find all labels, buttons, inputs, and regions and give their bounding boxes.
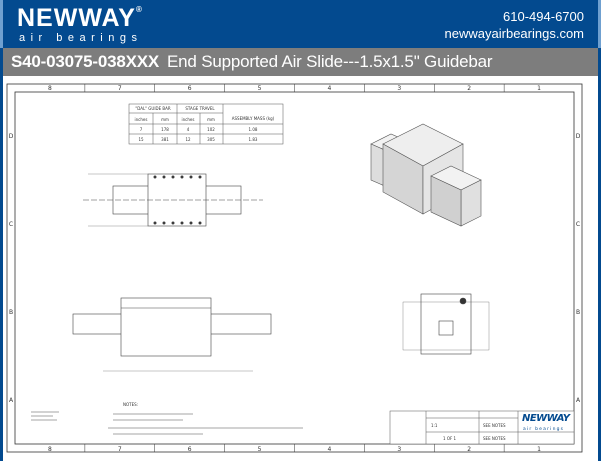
mounting-hole <box>180 221 184 225</box>
mounting-hole <box>153 221 157 225</box>
zone-row-label: A <box>576 397 581 404</box>
stage-table <box>128 103 284 145</box>
zone-column-label: 7 <box>118 446 122 453</box>
zone-column-label: 7 <box>118 85 122 92</box>
zone-column-label: 1 <box>537 446 541 453</box>
table-subheader: mm <box>207 117 215 122</box>
zone-row-label: B <box>9 309 13 316</box>
table-cell: 178 <box>161 127 169 132</box>
phone-number: 610-494-6700 <box>503 9 584 24</box>
newway-logo[interactable]: NEWWAY® <box>17 4 143 32</box>
product-title-bar: S40-03075-038XXX End Supported Air Slide-… <box>0 48 601 76</box>
title-block-logo-sub: air bearings <box>523 426 564 432</box>
contact-info: 610-494-6700 newwayairbearings.com <box>445 8 584 42</box>
outer-frame <box>6 83 583 453</box>
zone-row-label: C <box>9 221 13 228</box>
zone-column-label: 5 <box>258 446 262 453</box>
zone-column-label: 2 <box>467 85 471 92</box>
mounting-hole <box>180 175 184 179</box>
top-view <box>83 173 263 227</box>
table-cell: 4 <box>187 127 190 132</box>
site-header: NEWWAY® air bearings 610-494-6700 newway… <box>0 0 601 48</box>
notes-lines <box>31 411 303 435</box>
table-cell: 381 <box>161 137 169 142</box>
title-block <box>389 410 575 445</box>
zone-column-label: 5 <box>258 85 262 92</box>
mounting-hole <box>198 221 202 225</box>
zone-column-label: 3 <box>397 85 401 92</box>
see-notes-label: SEE NOTES <box>483 436 506 441</box>
notes-label: NOTES: <box>123 402 138 407</box>
zone-column-label: 3 <box>397 446 401 453</box>
zone-column-label: 4 <box>328 85 332 92</box>
zone-column-label: 6 <box>188 85 192 92</box>
see-notes-label: SEE NOTES <box>483 423 506 428</box>
website-link[interactable]: newwayairbearings.com <box>444 26 584 41</box>
end-view <box>402 293 490 355</box>
mounting-hole <box>189 175 193 179</box>
zone-row-label: B <box>576 309 580 316</box>
part-number: S40-03075-038XXX <box>11 52 160 71</box>
mounting-hole <box>162 175 166 179</box>
registered-mark: ® <box>135 5 143 14</box>
logo-subtitle: air bearings <box>19 32 143 44</box>
table-subheader: inches <box>135 117 148 122</box>
table-cell: 12 <box>185 137 191 142</box>
zone-column-label: 8 <box>48 446 52 453</box>
mounting-hole <box>189 221 193 225</box>
scale-value: 1:1 <box>431 423 438 428</box>
mounting-hole <box>171 221 175 225</box>
mounting-hole <box>198 175 202 179</box>
zone-column-label: 1 <box>537 85 541 92</box>
front-view <box>72 297 272 372</box>
zone-row-label: D <box>576 133 581 140</box>
mounting-hole <box>153 175 157 179</box>
table-header: STAGE TRAVEL <box>185 106 215 111</box>
zone-column-label: 4 <box>328 446 332 453</box>
table-cell: 7 <box>140 127 143 132</box>
mounting-hole <box>171 175 175 179</box>
drawing-frame <box>6 83 583 453</box>
title-block-logo: NEWWAY <box>522 413 572 424</box>
isometric-view <box>370 123 482 227</box>
mounting-hole <box>162 221 166 225</box>
table-subheader: inches <box>182 117 195 122</box>
table-header: "DAL" GUIDE BAR <box>135 106 170 111</box>
zone-column-label: 6 <box>188 446 192 453</box>
zone-column-label: 8 <box>48 85 52 92</box>
table-cell: 15 <box>138 137 144 142</box>
table-cell: 102 <box>207 127 215 132</box>
table-cell: 1.08 <box>249 127 258 132</box>
zone-row-label: C <box>576 221 580 228</box>
zone-column-label: 2 <box>467 446 471 453</box>
table-cell: 1.83 <box>249 137 258 142</box>
table-cell: 305 <box>207 137 215 142</box>
product-description: End Supported Air Slide---1.5x1.5" Guide… <box>167 52 493 71</box>
inner-frame <box>14 91 575 445</box>
table-subheader: mm <box>161 117 169 122</box>
zone-row-label: A <box>9 397 14 404</box>
sheet-value: 1 OF 1 <box>443 436 457 441</box>
table-header: ASSEMBLY MASS (kg) <box>232 116 275 121</box>
zone-row-label: D <box>9 133 14 140</box>
